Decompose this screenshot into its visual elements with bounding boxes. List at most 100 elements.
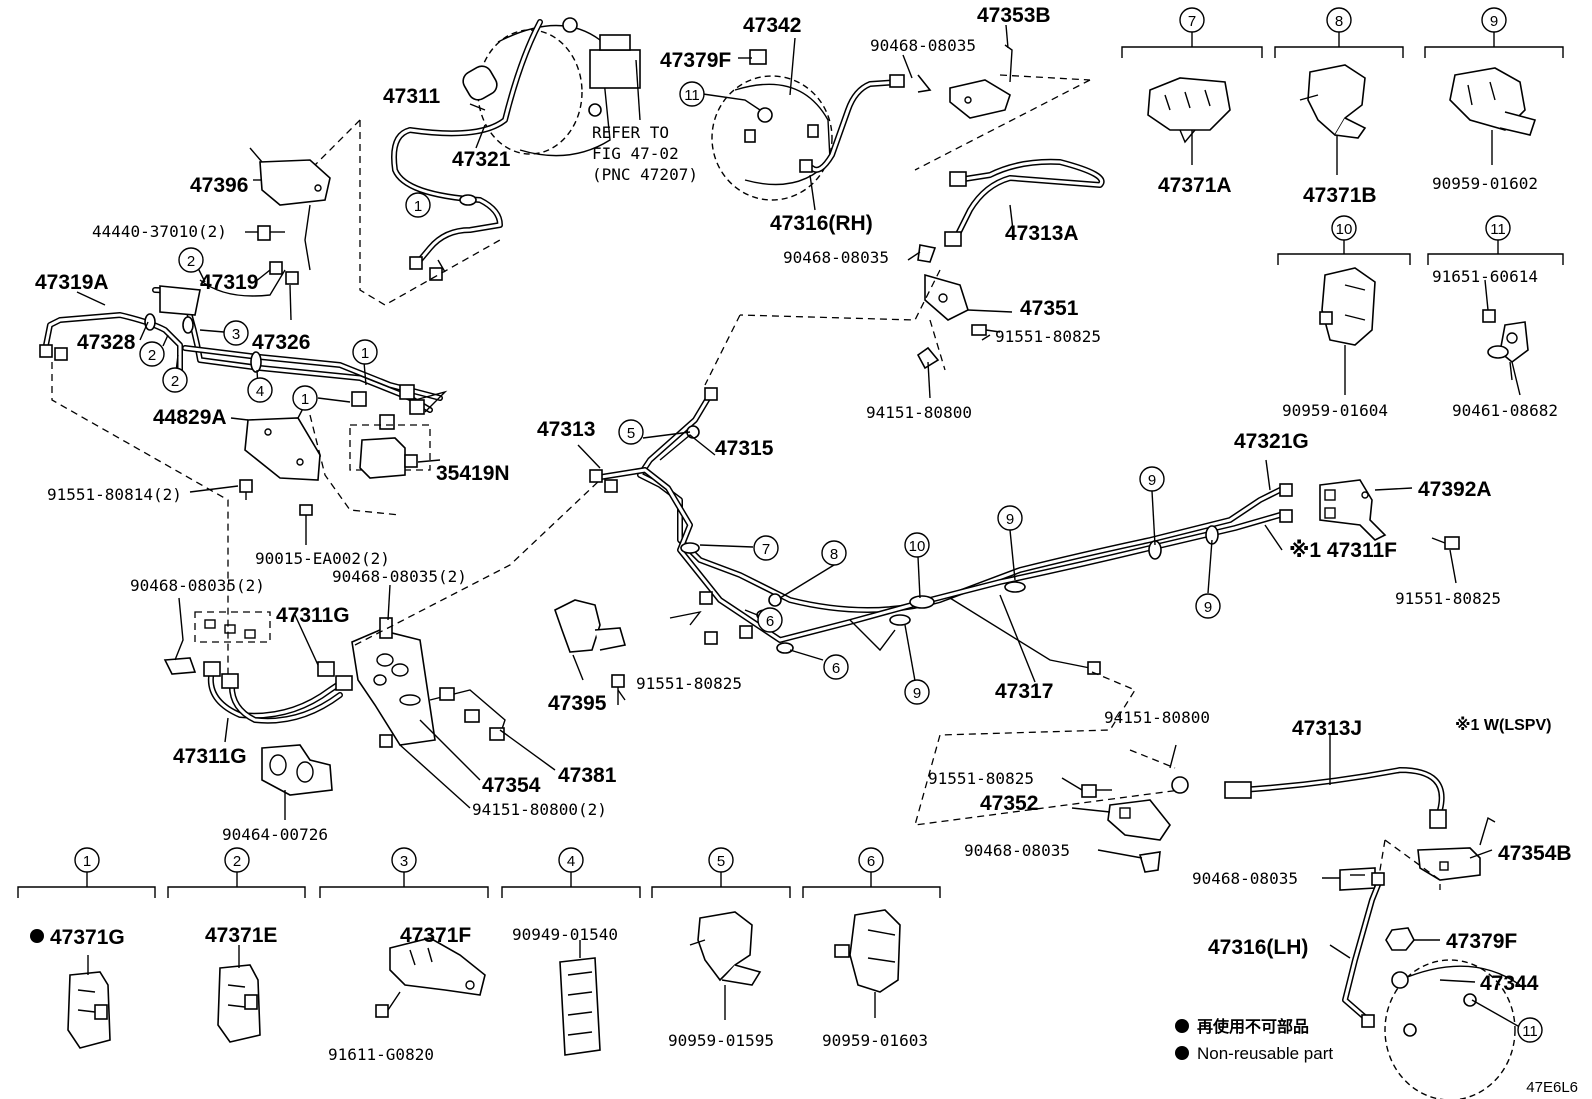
label-47316-rh: 47316(RH) xyxy=(770,212,873,235)
label-47342: 47342 xyxy=(743,14,801,37)
callout-2: 2 xyxy=(233,853,241,870)
label-47354b: 47354B xyxy=(1498,842,1572,865)
label-47371b: 47371B xyxy=(1303,184,1377,207)
callout-5: 5 xyxy=(717,853,725,870)
label-47321: 47321 xyxy=(452,148,511,171)
label-35419n: 35419N xyxy=(436,462,510,485)
leader-dashed xyxy=(1129,749,1176,769)
label-91551-80825: 91551-80825 xyxy=(636,674,742,693)
callout-7: 7 xyxy=(1188,13,1196,30)
label-44829a: 44829A xyxy=(153,406,227,429)
note-lspv: ※1 W(LSPV) xyxy=(1455,716,1551,734)
callout-2: 2 xyxy=(171,373,179,390)
label-90468-08035: 90468-08035 xyxy=(870,36,976,55)
bracket-47352 xyxy=(1081,776,1189,873)
label-47379f: 47379F xyxy=(660,49,731,72)
clamp-group-left xyxy=(351,384,448,430)
callout-9: 9 xyxy=(1148,472,1156,489)
bracket-47392a xyxy=(1319,479,1460,550)
sensor-35419n xyxy=(349,424,431,479)
label-47395: 47395 xyxy=(548,692,607,715)
leader-dashed xyxy=(704,314,741,386)
callout-8: 8 xyxy=(1335,13,1343,30)
leader-lines xyxy=(76,24,1526,1031)
clamp-47371g xyxy=(67,955,111,1049)
label-fig-ref: FIG 47-02 xyxy=(592,144,679,163)
clamp-90959-01602 xyxy=(1449,67,1537,165)
label-47315: 47315 xyxy=(715,437,774,460)
callout-6: 6 xyxy=(867,853,875,870)
callout-4: 4 xyxy=(256,383,264,400)
label-47313: 47313 xyxy=(537,418,595,441)
brake-booster xyxy=(477,17,641,157)
legend-dot-en xyxy=(1175,1046,1189,1060)
label-47311: 47311 xyxy=(383,85,441,108)
callout-9: 9 xyxy=(1490,13,1498,30)
label-90461-08682: 90461-08682 xyxy=(1452,401,1558,420)
label-90468-08035-2: 90468-08035(2) xyxy=(332,567,467,586)
callout-9: 9 xyxy=(1006,511,1014,528)
brake-hoses-47311g xyxy=(203,661,353,724)
legend-text-en: Non-reusable part xyxy=(1197,1044,1333,1063)
clamp-90959-01595 xyxy=(689,911,762,1020)
clamp-90959-01603 xyxy=(834,909,901,1018)
label-90959-01603: 90959-01603 xyxy=(822,1031,928,1050)
clip-90461-08682 xyxy=(1482,309,1529,381)
label-47313j: 47313J xyxy=(1292,717,1362,740)
bracket-47354 xyxy=(351,617,506,748)
callout-2: 2 xyxy=(187,253,195,270)
clamp-47371e xyxy=(217,945,261,1043)
label-47381: 47381 xyxy=(558,764,617,787)
leader-dashed xyxy=(354,479,601,646)
label-47319: 47319 xyxy=(200,271,258,294)
label-47316-lh: 47316(LH) xyxy=(1208,936,1308,959)
brake-pipe-47316rh xyxy=(799,74,932,173)
clamp-90959-01604 xyxy=(1319,267,1376,395)
clip-90468-right xyxy=(1339,867,1376,891)
callout-1: 1 xyxy=(301,391,309,408)
label-47371g: 47371G xyxy=(50,926,125,949)
label-90468-08035: 90468-08035 xyxy=(783,248,889,267)
label-94151-80800: 94151-80800 xyxy=(866,403,972,422)
label-90468-08035: 90468-08035 xyxy=(964,841,1070,860)
label-90015-ea002: 90015-EA002(2) xyxy=(255,549,390,568)
callout-1: 1 xyxy=(83,853,91,870)
clip-90468-left xyxy=(163,611,271,675)
leader-dashed xyxy=(314,119,361,166)
callout-7: 7 xyxy=(762,541,770,558)
brake-hose-47313j xyxy=(1224,767,1447,829)
label-90949-01540: 90949-01540 xyxy=(512,925,618,944)
brake-pipe-47316lh xyxy=(1342,872,1385,1028)
label-47344: 47344 xyxy=(1480,972,1539,995)
booster-47342 xyxy=(711,49,833,201)
label-90468-08035-2: 90468-08035(2) xyxy=(130,576,265,595)
label-47311f: ※1 47311F xyxy=(1289,539,1397,562)
callout-9: 9 xyxy=(1204,599,1212,616)
label-90959-01602: 90959-01602 xyxy=(1432,174,1538,193)
nut-47326 xyxy=(269,261,299,285)
nut-47379f xyxy=(1385,927,1415,951)
brake-pipe-47311 xyxy=(391,19,543,281)
label-47321g: 47321G xyxy=(1234,430,1309,453)
inset-brackets xyxy=(17,32,1564,898)
label-91611-g0820: 91611-G0820 xyxy=(328,1045,434,1064)
label-47319a: 47319A xyxy=(35,271,109,294)
label-47371f: 47371F xyxy=(400,924,471,947)
bolt-91551-80814 xyxy=(239,479,253,500)
label-pnc-ref: (PNC 47207) xyxy=(592,165,698,184)
label-47352: 47352 xyxy=(980,792,1038,815)
leader-dashed xyxy=(739,269,941,321)
label-44440-37010: 44440-37010(2) xyxy=(92,222,227,241)
label-90959-01604: 90959-01604 xyxy=(1282,401,1388,420)
part-labels: 47342 47353B 90468-08035 47379F 47311 47… xyxy=(30,4,1572,1064)
bolt-44440 xyxy=(257,225,285,241)
callout-11: 11 xyxy=(1522,1023,1538,1040)
clamp-47371b xyxy=(1299,64,1367,175)
bracket-47371f xyxy=(375,937,486,1018)
label-47353b: 47353B xyxy=(977,4,1051,27)
label-91551-80825: 91551-80825 xyxy=(1395,589,1501,608)
bracket-47396 xyxy=(249,147,331,271)
label-94151-80800: 94151-80800 xyxy=(1104,708,1210,727)
callout-10: 10 xyxy=(1336,221,1353,238)
